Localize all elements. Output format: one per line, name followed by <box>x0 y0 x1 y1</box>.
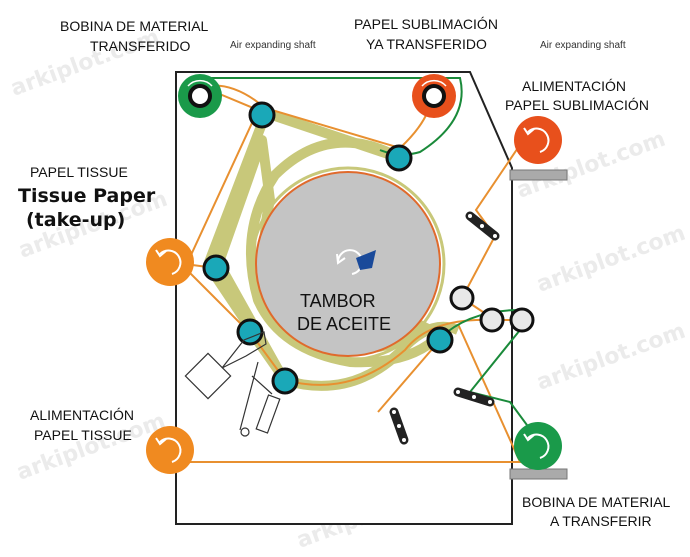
roller <box>248 101 276 129</box>
label-bobina-transferido-2: TRANSFERIDO <box>90 38 190 54</box>
drum-rotation-icon <box>336 249 376 275</box>
label-air-shaft-left: Air expanding shaft <box>230 40 316 51</box>
lower-orange-path <box>377 339 441 413</box>
roll-sublimation-transferred <box>412 74 456 118</box>
label-alim-sublimacion-1: ALIMENTACIÓN <box>522 78 626 94</box>
roll-material-transferred <box>178 74 222 118</box>
label-bobina-transferir-1: BOBINA DE MATERIAL <box>522 494 671 510</box>
idler-roller <box>449 285 475 311</box>
sublimation-feed-platform <box>509 169 568 181</box>
roller <box>426 326 454 354</box>
roll-sublimation-feed <box>514 116 562 164</box>
label-bobina-transferir-2: A TRANSFERIR <box>550 513 652 529</box>
roll-material-feed <box>514 422 562 470</box>
watermark: arkiplot.com <box>8 25 163 102</box>
idler-roller <box>509 307 535 333</box>
label-papel-transferido-1: PAPEL SUBLIMACIÓN <box>354 16 498 32</box>
pressure-mechanism <box>184 331 281 437</box>
transfer-feed-platform <box>509 468 568 480</box>
roller <box>385 144 413 172</box>
watermark: arkiplot.com <box>534 319 689 396</box>
label-alim-tissue-1: ALIMENTACIÓN <box>30 407 134 423</box>
watermark: arkiplot.com <box>534 221 689 298</box>
label-air-shaft-right: Air expanding shaft <box>540 40 626 51</box>
oil-drum <box>255 171 441 357</box>
arkiplot-logo-icon <box>356 250 376 270</box>
guide-rollers <box>202 101 454 395</box>
oil-drum-rim <box>250 166 446 362</box>
label-take-up: (take-up) <box>26 209 125 231</box>
label-tissue-paper: Tissue Paper <box>18 185 156 207</box>
label-papel-tissue: PAPEL TISSUE <box>30 164 128 180</box>
roll-tissue-feed <box>146 426 194 474</box>
roller <box>271 367 299 395</box>
idler-rollers <box>449 285 535 333</box>
idler-roller <box>479 307 505 333</box>
label-alim-sublimacion-2: PAPEL SUBLIMACIÓN <box>505 97 649 113</box>
label-bobina-transferido-1: BOBINA DE MATERIAL <box>60 18 209 34</box>
roller <box>202 254 230 282</box>
label-alim-tissue-2: PAPEL TISSUE <box>34 427 132 443</box>
drum-label-line1: TAMBOR <box>300 291 376 311</box>
drum-label-line2: DE ACEITE <box>297 314 391 334</box>
roller <box>236 318 264 346</box>
tissue-feed-path <box>170 323 522 463</box>
roll-tissue-takeup <box>146 238 194 286</box>
label-papel-transferido-2: YA TRANSFERIDO <box>366 36 487 52</box>
